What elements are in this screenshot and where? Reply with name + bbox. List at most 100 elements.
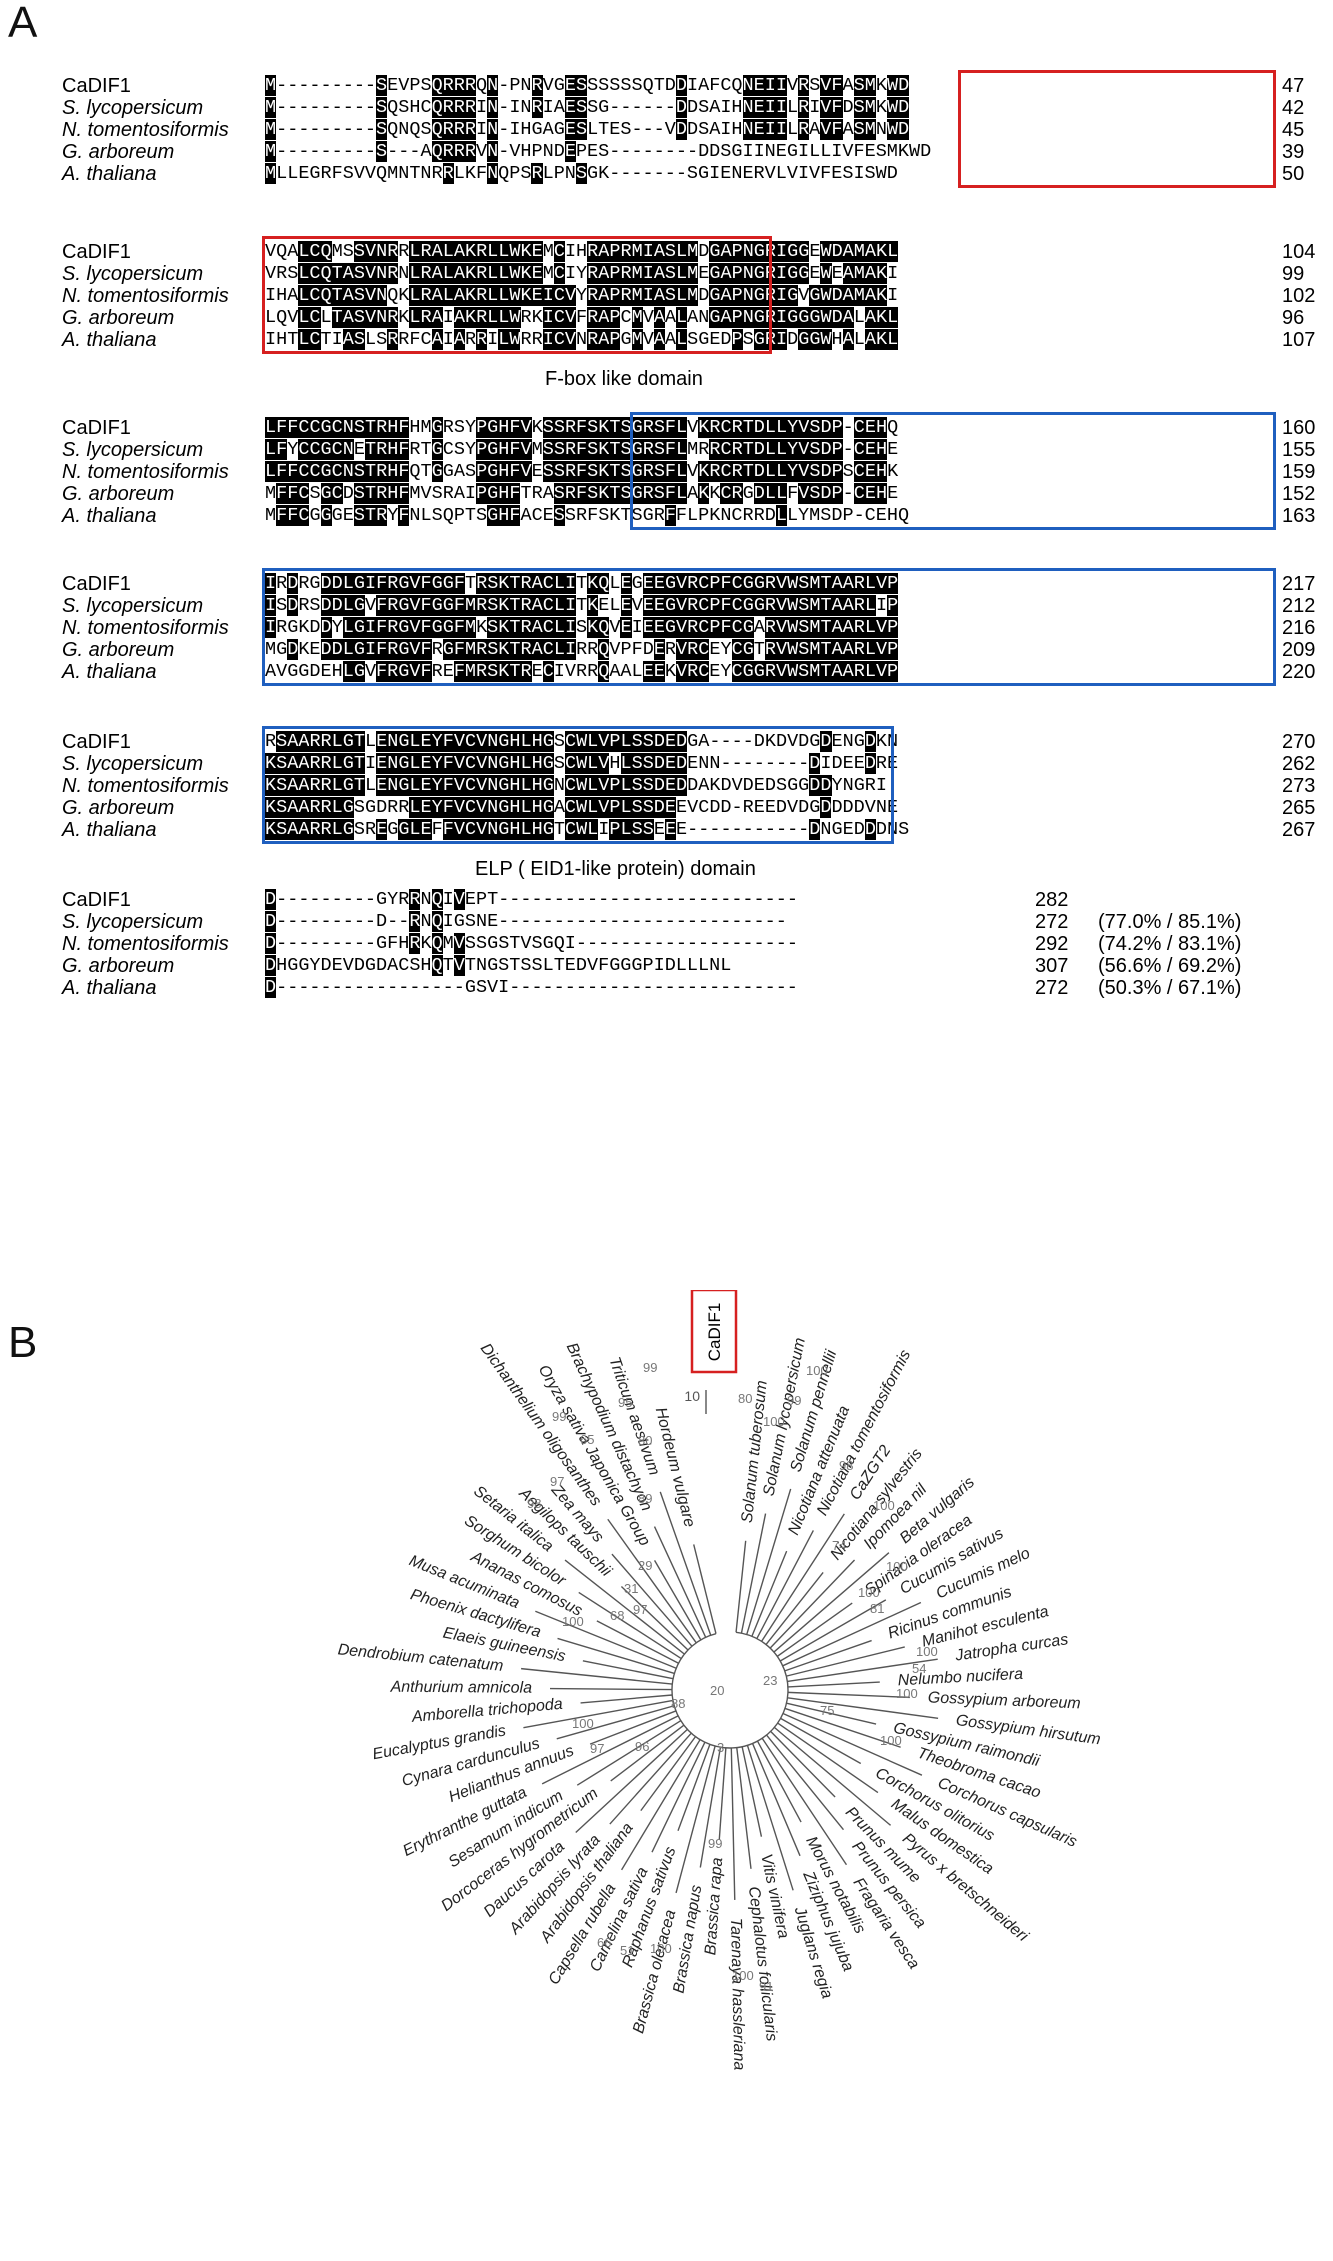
tree-branch: [582, 1660, 674, 1680]
bootstrap-value: 100: [806, 1363, 828, 1378]
taxon-label: Tarenaya hassleriana: [727, 1918, 747, 2071]
tree-branch: [611, 1553, 693, 1647]
sequence-row: KSAARRLGTLENGLEYFVCVNGHLHGNCWLVPLSSDEDDA…: [265, 775, 888, 796]
tree-branch: [769, 1559, 856, 1649]
residue-count: 155: [1282, 439, 1316, 461]
tree-branch: [730, 1747, 736, 1900]
tree-branch: [596, 1620, 679, 1664]
panel-a-letter: A: [8, 0, 38, 47]
residue-count: 160: [1282, 417, 1316, 439]
residue-count: 270: [1282, 731, 1316, 753]
domain-label: F-box like domain: [545, 368, 703, 390]
tree-branch: [651, 1741, 706, 1853]
tree-branch: [787, 1697, 939, 1719]
bootstrap-value: 81: [870, 1601, 884, 1616]
residue-count: 267: [1282, 819, 1316, 841]
residue-count: 47: [1282, 75, 1305, 97]
species-label: A. thaliana: [62, 163, 157, 185]
tree-branch: [777, 1722, 879, 1794]
species-label: N. tomentosiformis: [62, 775, 229, 797]
tree-branch: [766, 1734, 845, 1831]
bootstrap-value: 100: [858, 1585, 880, 1600]
tree-branch: [786, 1646, 905, 1677]
bootstrap-value: 65: [580, 1432, 594, 1447]
tree-branch: [784, 1639, 872, 1672]
species-label: CaDIF1: [62, 889, 131, 911]
tree-branch: [770, 1730, 836, 1798]
tree-branch: [746, 1745, 794, 1891]
species-label: S. lycopersicum: [62, 97, 204, 119]
sequence-row: IRDRGDDLGIFRGVFGGFTRSKTRACLITKQLEGEEGVRC…: [265, 573, 899, 594]
bootstrap-value: 99: [643, 1360, 657, 1375]
tree-branch: [675, 1745, 716, 1894]
tree-branch: [776, 1602, 853, 1657]
sequence-row: IHALCQTASVNQKLRALAKRLLWKEICVYRAPRMIASLMD…: [265, 285, 899, 306]
tree-branch: [589, 1710, 677, 1745]
tree-branch: [640, 1736, 697, 1812]
tree-branch: [564, 1559, 685, 1655]
sequence-row: MFFCGGGESTRYFNLSQPTSGHFACESSRFSKTSGRFFLP…: [265, 505, 910, 526]
tree-branch: [610, 1724, 685, 1782]
identity-similarity: (74.2% / 83.1%): [1098, 933, 1242, 955]
tree-branch: [653, 1559, 702, 1641]
bootstrap-value: 98: [527, 1496, 541, 1511]
bootstrap-value: 100: [650, 1941, 672, 1956]
sequence-row: LQVLCLTASVNRKLRAIAKRLLWRKICVFRAPCMVAALAN…: [265, 307, 899, 328]
residue-count: 265: [1282, 797, 1316, 819]
bootstrap-value: 80: [738, 1391, 752, 1406]
bootstrap-value: 80: [638, 1433, 652, 1448]
sequence-row: IRGKDDYLGIFRGVFGGFMKSKTRACLISKQVEIEEGVRC…: [265, 617, 899, 638]
bootstrap-value: 75: [820, 1703, 834, 1718]
tree-root-arc: [671, 1631, 789, 1749]
species-label: N. tomentosiformis: [62, 461, 229, 483]
sequence-row: MLLEGRFSVVQMNTNRRLKFNQPSRLPNSGK-------SG…: [265, 163, 898, 184]
residue-count: 282: [1035, 889, 1069, 911]
bootstrap-value: 100: [880, 1733, 902, 1748]
domain-label: ELP ( EID1-like protein) domain: [475, 858, 756, 880]
sequence-row: KSAARRLGSREGGLEFFVCVNGHLHGTCWLIPLSSEEE--…: [265, 819, 910, 840]
tree-branch: [751, 1550, 788, 1637]
sequence-row: D---------GFHRKQMVSSGSTVSGQI------------…: [265, 933, 798, 954]
species-label: S. lycopersicum: [62, 595, 204, 617]
species-label: N. tomentosiformis: [62, 119, 229, 141]
sequence-row: AVGGDEHLGVFRGVFREFMRSKTRECIVRRQAALEEKVRC…: [265, 661, 899, 682]
species-label: S. lycopersicum: [62, 263, 204, 285]
bootstrap-value: 23: [763, 1673, 777, 1688]
bootstrap-value: 29: [638, 1558, 652, 1573]
species-label: A. thaliana: [62, 505, 157, 527]
bootstrap-value: 95: [618, 1395, 632, 1410]
sequence-row: M---------S---AQRRRVN-VHPNDEPES--------D…: [265, 141, 932, 162]
bootstrap-value: 20: [710, 1683, 724, 1698]
tree-branch: [773, 1552, 890, 1653]
bootstrap-value: 100: [896, 1686, 918, 1701]
sequence-row: D-----------------GSVI------------------…: [265, 977, 798, 998]
tree-branch: [653, 1526, 707, 1638]
tree-branch: [751, 1743, 801, 1857]
sequence-row: D---------D--RNQIGSNE-------------------…: [265, 911, 787, 932]
panel-b-letter: B: [8, 1318, 38, 1367]
residue-count: 262: [1282, 753, 1316, 775]
tree-branch: [761, 1737, 848, 1866]
species-label: S. lycopersicum: [62, 911, 204, 933]
tree-branch: [550, 1687, 673, 1691]
taxon-label: Gossypium arboreum: [927, 1689, 1081, 1712]
bootstrap-value: 100: [572, 1716, 594, 1731]
sequence-row: LFFCCGCNSTRHFQTGGASPGHFVESSRFSKTSGRSFLVK…: [265, 461, 899, 482]
tree-branch: [740, 1513, 767, 1634]
tree-branch: [693, 1544, 717, 1634]
sequence-row: M---------SQNQSQRRRIN-IHGAGESLTES---VDDS…: [265, 119, 910, 140]
identity-similarity: (56.6% / 69.2%): [1098, 955, 1242, 977]
sequence-row: DHGGYDEVDGDACSHQTVTNGSTSSLTEDVFGGGPIDLLL…: [265, 955, 732, 976]
residue-count: 42: [1282, 97, 1305, 119]
taxon-label: Anthurium amnicola: [390, 1679, 533, 1697]
sequence-row: VRSLCQTASVNRNLRALAKRLLWKEMCIYRAPRMIASLME…: [265, 263, 899, 284]
residue-count: 50: [1282, 163, 1305, 185]
bootstrap-value: 98: [839, 1458, 853, 1473]
cadif1-highlight-box: [690, 1290, 738, 1374]
taxon-label: Nelumbo nucifera: [897, 1666, 1023, 1690]
residue-count: 96: [1282, 307, 1305, 329]
species-label: G. arboreum: [62, 797, 175, 819]
tree-branch: [578, 1591, 682, 1660]
residue-count: 39: [1282, 141, 1305, 163]
